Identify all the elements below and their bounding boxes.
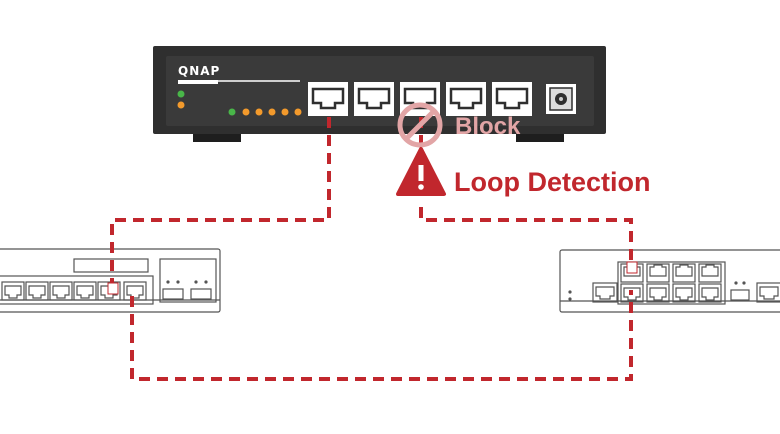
block-label: Block xyxy=(455,113,521,140)
cable-left-to-right xyxy=(130,290,633,381)
ethernet-port xyxy=(672,283,696,303)
ethernet-port xyxy=(446,82,486,116)
sfp-port xyxy=(730,289,750,301)
loop-detection-label: Loop Detection xyxy=(454,167,651,197)
ethernet-port xyxy=(698,283,722,303)
left-switch-body xyxy=(0,248,221,313)
status-led-orange xyxy=(177,101,185,109)
ethernet-port xyxy=(492,82,532,116)
port-led xyxy=(242,108,250,116)
power-jack xyxy=(546,84,576,114)
ethernet-port xyxy=(646,263,670,283)
ethernet-port xyxy=(123,281,147,301)
port-led xyxy=(255,108,263,116)
ethernet-port xyxy=(756,282,780,303)
switch-foot-right xyxy=(516,131,564,142)
ethernet-port xyxy=(308,82,348,116)
ethernet-port xyxy=(354,82,394,116)
port-leds xyxy=(228,108,302,116)
ethernet-port xyxy=(698,263,722,283)
sfp-port xyxy=(162,288,184,300)
ethernet-port xyxy=(73,281,97,301)
left-switch-label-plate xyxy=(73,258,149,273)
port-led xyxy=(294,108,302,116)
right-switch-body xyxy=(559,249,780,313)
right-switch xyxy=(559,249,780,313)
ethernet-port xyxy=(25,281,49,301)
ethernet-port xyxy=(592,282,618,303)
cable-links xyxy=(110,117,633,381)
port-led xyxy=(268,108,276,116)
left-switch xyxy=(0,248,221,313)
block-icon xyxy=(397,102,443,148)
brand-logo: QNAP xyxy=(178,64,220,78)
port-led xyxy=(281,108,289,116)
ethernet-port xyxy=(646,283,670,303)
sfp-port xyxy=(190,288,212,300)
block-indicator: Block xyxy=(397,102,521,148)
port-led xyxy=(228,108,236,116)
ethernet-port xyxy=(49,281,73,301)
ethernet-port xyxy=(1,281,25,301)
ethernet-port xyxy=(672,263,696,283)
cable-plug xyxy=(107,282,119,295)
loop-detection-alert: Loop Detection xyxy=(396,147,651,197)
switch-foot-left xyxy=(193,131,241,142)
main-switch: QNAP xyxy=(153,46,606,142)
warning-icon xyxy=(396,147,446,196)
status-led-green xyxy=(177,90,185,98)
cable-right-to-main xyxy=(419,207,633,270)
cable-plug xyxy=(626,261,638,274)
logo-bar xyxy=(178,80,218,84)
